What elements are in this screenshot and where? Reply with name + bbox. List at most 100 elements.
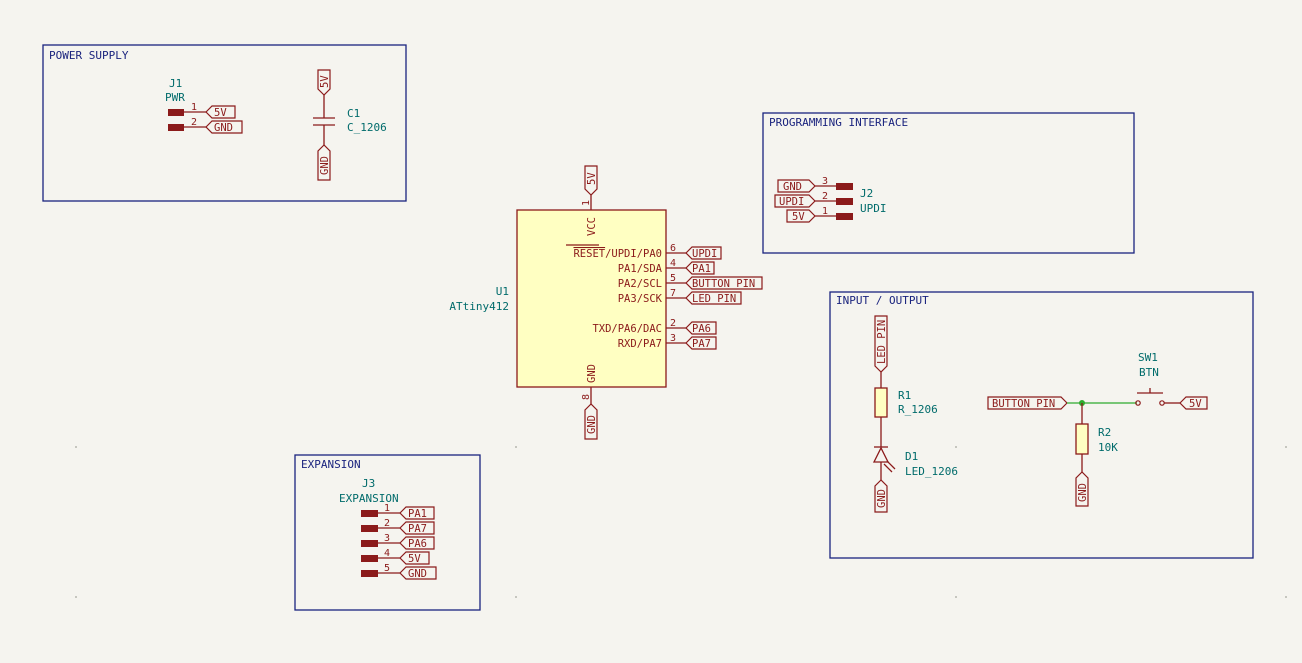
j3-pin3-pad	[361, 540, 378, 547]
u1-pa2-num: 5	[670, 273, 676, 284]
u1-button-pin-flag	[685, 276, 763, 290]
j1-gnd-flag	[205, 120, 243, 134]
j1-gnd-label: GND	[214, 122, 233, 134]
u1-pa6-name: TXD/PA6/DAC	[592, 323, 662, 335]
u1-pa3-name: PA3/SCK	[618, 293, 663, 305]
j2-5v-label: 5V	[792, 211, 805, 223]
j1-pin2-pad	[168, 124, 184, 131]
c1-capacitor[interactable]: 5V GND C1 C_1206	[313, 69, 387, 181]
j3-pa7-flag	[399, 521, 435, 535]
j1-connector[interactable]: J1 PWR 1 2 5V GND	[165, 77, 243, 134]
j2-value: UPDI	[860, 202, 887, 215]
expansion-frame	[294, 454, 481, 611]
j2-pin1-pad	[836, 213, 853, 220]
u1-pa7-label: PA7	[692, 338, 711, 350]
j2-pin3-num: 3	[822, 176, 828, 187]
u1-reset-num: 6	[670, 243, 676, 254]
j1-5v-flag	[205, 105, 236, 119]
r1-ref: R1	[898, 389, 911, 402]
input-output-section: INPUT / OUTPUT LED_PIN R1 R_1206 GND D1 …	[829, 291, 1254, 559]
j2-ref: J2	[860, 187, 873, 200]
d1-value: LED_1206	[905, 465, 958, 478]
j3-pa6-flag	[399, 536, 435, 550]
d1-gnd-flag	[874, 479, 888, 513]
j3-pa7-label: PA7	[408, 523, 427, 535]
j2-5v-flag	[786, 209, 816, 223]
programming-interface-title: PROGRAMMING INTERFACE	[769, 116, 908, 129]
j1-pin1-pad	[168, 109, 184, 116]
u1-gnd-flag	[584, 403, 598, 440]
u1-pa6-flag	[685, 321, 717, 335]
r1-resistor-body	[874, 387, 888, 418]
j3-pin4-num: 4	[384, 548, 390, 559]
u1-gnd-label: GND	[586, 415, 598, 434]
u1-led-pin-flag	[685, 291, 742, 305]
j2-gnd-label: GND	[783, 181, 802, 193]
j3-pa6-label: PA6	[408, 538, 427, 550]
u1-vcc-5v-flag	[584, 165, 598, 196]
j3-connector[interactable]: J3 EXPANSION 1 2 3 4 5 PA1 PA7 PA6 5V	[339, 477, 437, 580]
j2-pin3-pad	[836, 183, 853, 190]
sw1-contact-left	[1135, 400, 1141, 406]
r2-value: 10K	[1098, 441, 1118, 454]
d1-ref: D1	[905, 450, 918, 463]
j2-gnd-flag	[777, 179, 816, 193]
j2-pin1-num: 1	[822, 206, 828, 217]
power-supply-frame	[42, 44, 407, 202]
j3-pin5-num: 5	[384, 563, 390, 574]
u1-pa2-name: PA2/SCL	[618, 278, 662, 290]
u1-pa6-label: PA6	[692, 323, 711, 335]
u1-gnd-name: GND	[586, 364, 598, 383]
programming-interface-frame	[762, 112, 1135, 254]
c1-gnd-label: GND	[319, 156, 331, 175]
u1-pa1-label: PA1	[692, 263, 711, 275]
u1-button-pin-label: BUTTON_PIN	[692, 278, 755, 290]
j2-updi-flag	[774, 194, 816, 208]
j3-pin4-pad	[361, 555, 378, 562]
u1-pa7-num: 3	[670, 333, 676, 344]
u1-pa7-flag	[685, 336, 717, 350]
input-output-title: INPUT / OUTPUT	[836, 294, 929, 307]
r2-ref: R2	[1098, 426, 1111, 439]
r1-value: R_1206	[898, 403, 938, 416]
j1-ref: J1	[169, 77, 182, 90]
r2-gnd-label: GND	[1077, 483, 1089, 502]
programming-interface-section: PROGRAMMING INTERFACE GND UPDI 5V 3 2 1 …	[762, 112, 1135, 254]
sw1-5v-flag	[1179, 396, 1208, 410]
c1-gnd-flag	[317, 144, 331, 181]
j3-pin2-pad	[361, 525, 378, 532]
u1-value: ATtiny412	[449, 300, 509, 313]
u1-pa7-name: RXD/PA7	[618, 338, 662, 350]
j2-pin2-pad	[836, 198, 853, 205]
r1-led-pin-flag	[874, 315, 888, 373]
u1-pa1-num: 4	[670, 258, 676, 269]
expansion-section: EXPANSION J3 EXPANSION 1 2 3 4 5 PA1 PA7	[294, 454, 481, 611]
sw1-ref: SW1	[1138, 351, 1158, 364]
j3-pin1-num: 1	[384, 503, 390, 514]
u1-pa1-name: PA1/SDA	[618, 263, 663, 275]
button-branch[interactable]: BUTTON_PIN 5V SW1 BTN GND R2 10K	[987, 351, 1208, 507]
u1-updi-label: UPDI	[692, 248, 717, 260]
c1-ref: C1	[347, 107, 360, 120]
c1-5v-flag	[317, 69, 331, 96]
c1-value: C_1206	[347, 121, 387, 134]
sheet-grid	[75, 446, 1287, 598]
led-branch[interactable]: LED_PIN R1 R_1206 GND D1 LED_1206	[872, 315, 958, 513]
sw1-button-pin-label: BUTTON_PIN	[992, 398, 1055, 410]
d1-gnd-label: GND	[876, 489, 888, 508]
sw1-button-pin-flag	[987, 396, 1068, 410]
j3-ref: J3	[362, 477, 375, 490]
u1-reset-name: RESET/UPDI/PA0	[573, 248, 662, 260]
j3-5v-flag	[399, 551, 430, 565]
j3-pin3-num: 3	[384, 533, 390, 544]
j2-pin2-num: 2	[822, 191, 828, 202]
j3-value: EXPANSION	[339, 492, 399, 505]
u1-pa6-num: 2	[670, 318, 676, 329]
power-supply-title: POWER SUPPLY	[49, 49, 129, 62]
u1-microcontroller[interactable]: 5V 1 VCC GND RESET/UPDI/PA0 6 UPDI PA1/S…	[449, 165, 763, 440]
j3-gnd-flag	[399, 566, 437, 580]
j3-5v-label: 5V	[408, 553, 421, 565]
u1-vcc-name: VCC	[586, 217, 598, 236]
j2-connector[interactable]: GND UPDI 5V 3 2 1 J2 UPDI	[774, 176, 887, 223]
